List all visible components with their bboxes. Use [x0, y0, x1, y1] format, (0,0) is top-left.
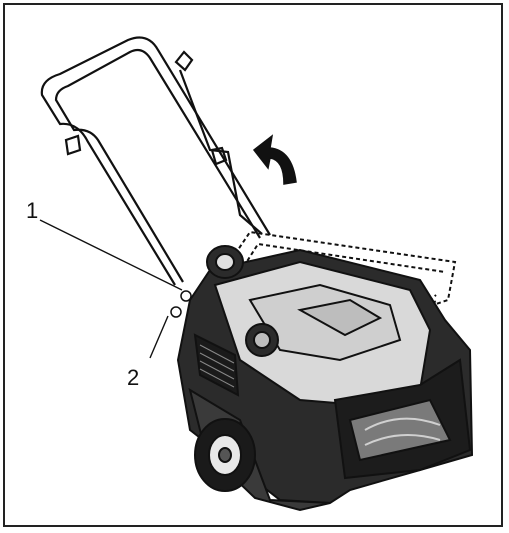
- callout-1: 1: [26, 198, 39, 223]
- handle-raised: [40, 36, 271, 286]
- callout-2: 2: [127, 365, 140, 390]
- motion-arrow-icon: [252, 134, 297, 185]
- pivot-bolt: [170, 290, 192, 318]
- callout-2-leader: [149, 315, 169, 359]
- callout-1-leader: [39, 219, 183, 291]
- engine-knob: [206, 245, 279, 357]
- wheel: [194, 418, 256, 492]
